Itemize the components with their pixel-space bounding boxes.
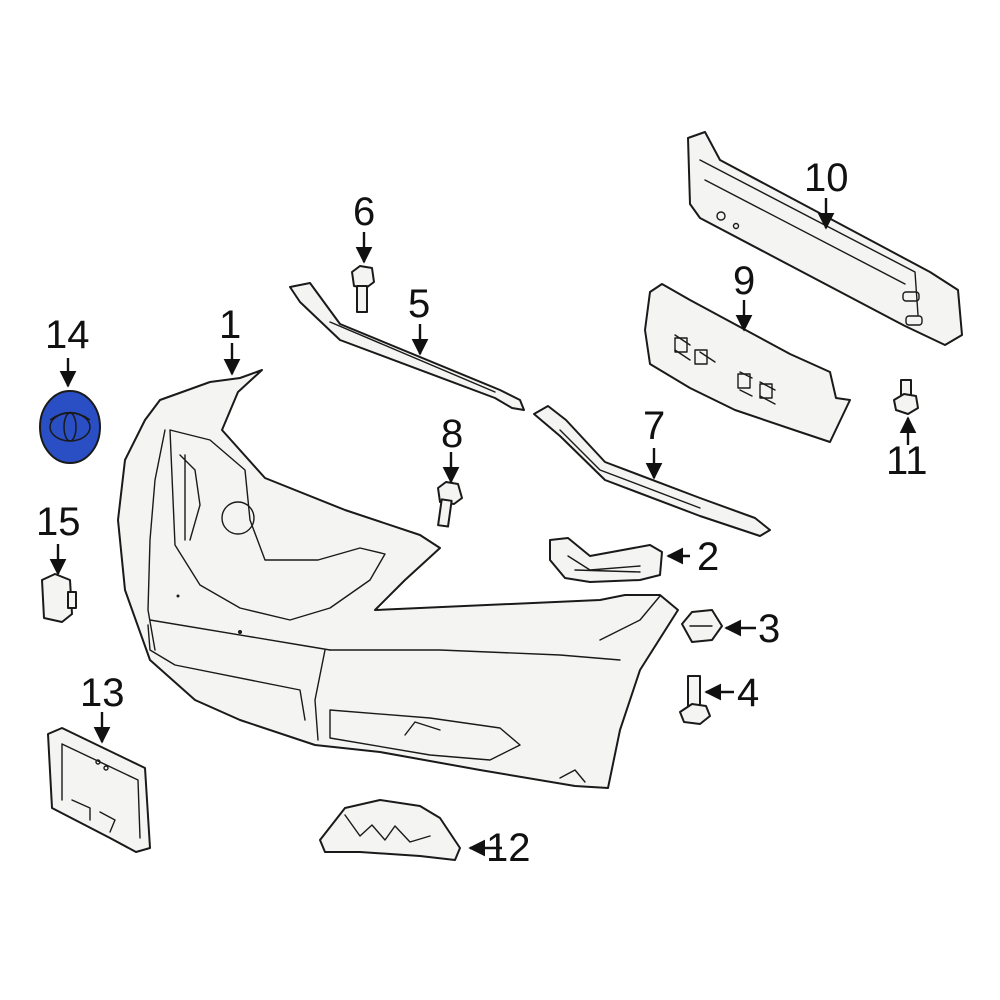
callout-10: 10 xyxy=(804,156,849,200)
callout-3: 3 xyxy=(758,607,781,651)
callout-12: 12 xyxy=(486,826,531,870)
callout-14: 14 xyxy=(45,313,90,357)
callout-13: 13 xyxy=(80,671,125,715)
part-5-retainer-bracket[interactable] xyxy=(289,282,525,411)
callout-6: 6 xyxy=(353,190,376,234)
part-15-cap[interactable] xyxy=(41,573,77,623)
callout-2: 2 xyxy=(697,535,720,579)
part-8-bolt[interactable] xyxy=(437,481,463,528)
callout-5: 5 xyxy=(408,282,431,326)
part-12-fog-cover[interactable] xyxy=(319,799,461,861)
part-11-bolt[interactable] xyxy=(893,379,919,415)
callout-11: 11 xyxy=(886,439,928,483)
part-9-energy-absorber[interactable] xyxy=(644,283,851,443)
part-7-retainer-bracket[interactable] xyxy=(533,405,771,537)
part-1-bumper-cover[interactable] xyxy=(117,369,679,789)
part-4-bolt[interactable] xyxy=(679,675,711,725)
callout-1: 1 xyxy=(219,303,242,347)
part-6-bolt[interactable] xyxy=(351,265,375,313)
part-2-side-bracket[interactable] xyxy=(549,537,663,583)
part-3-clip[interactable] xyxy=(681,609,723,643)
part-14-emblem[interactable] xyxy=(39,390,101,464)
callout-7: 7 xyxy=(643,404,666,448)
callout-9: 9 xyxy=(733,259,756,303)
callout-15: 15 xyxy=(36,500,81,544)
part-13-license-bracket[interactable] xyxy=(47,727,151,853)
part-10-reinforcement-beam[interactable] xyxy=(687,131,963,346)
callout-8: 8 xyxy=(441,412,464,456)
callout-arrows xyxy=(49,198,917,857)
callout-4: 4 xyxy=(737,671,760,715)
